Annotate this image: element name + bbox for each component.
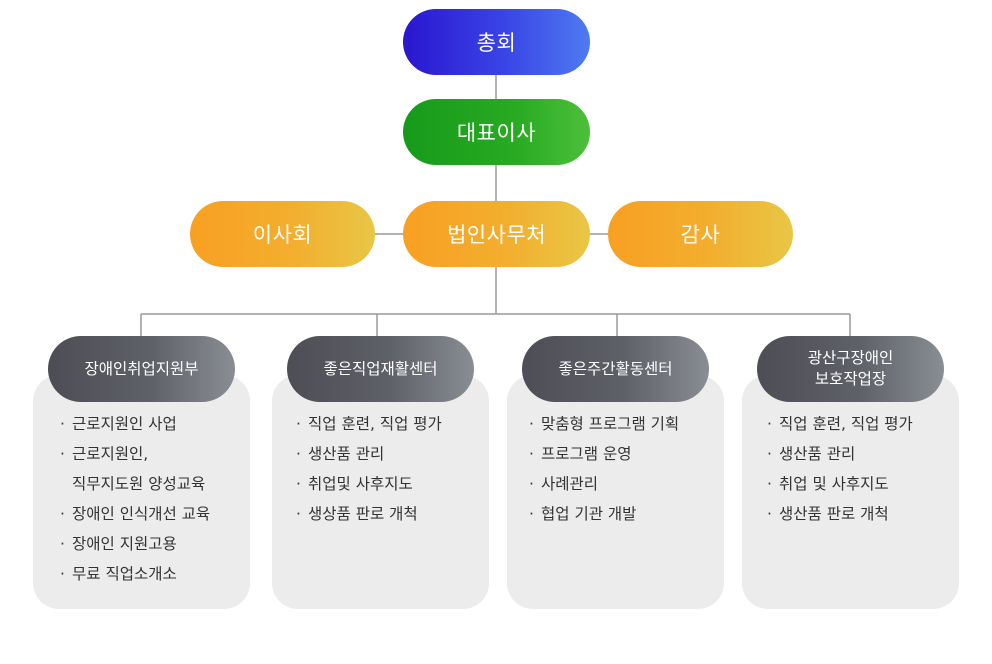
list-item-text: 장애인 인식개선 교육 bbox=[72, 505, 211, 523]
bullet: · bbox=[296, 445, 301, 463]
dept-1-body bbox=[33, 375, 250, 609]
node-ceo: 대표이사 bbox=[403, 99, 590, 165]
list-item: · 생산품 판로 개척 bbox=[767, 499, 913, 529]
list-item-text: 생산품 관리 bbox=[779, 445, 856, 463]
dept-2-body bbox=[272, 375, 489, 609]
bullet: · bbox=[60, 445, 65, 463]
list-item-text: 취업및 사후지도 bbox=[308, 475, 413, 493]
dept-name: 광산구장애인 보호작업장 bbox=[807, 349, 894, 388]
dept-2-header: 좋은직업재활센터 bbox=[287, 336, 474, 402]
bullet: · bbox=[767, 445, 772, 463]
list-item: · 생상품 판로 개척 bbox=[296, 499, 442, 529]
node-label: 대표이사 bbox=[456, 121, 537, 145]
list-item: · 프로그램 운영 bbox=[529, 439, 679, 469]
dept-4-header: 광산구장애인 보호작업장 bbox=[757, 336, 944, 402]
dept-4-items: · 직업 훈련, 직업 평가 · 생산품 관리 · 취업 및 사후지도 · 생산품 판로… bbox=[767, 409, 913, 529]
node-audit: 감사 bbox=[608, 201, 793, 267]
list-item-text: 생상품 판로 개척 bbox=[308, 505, 418, 523]
list-item: · 무료 직업소개소 bbox=[60, 559, 210, 589]
bullet: · bbox=[767, 505, 772, 523]
bullet: · bbox=[529, 415, 534, 433]
dept-3-header: 좋은주간활동센터 bbox=[522, 336, 709, 402]
list-item-text: 취업 및 사후지도 bbox=[779, 475, 889, 493]
list-item-text: 직업 훈련, 직업 평가 bbox=[779, 415, 913, 433]
node-corporate-office: 법인사무처 bbox=[403, 201, 590, 267]
list-item-text: 프로그램 운영 bbox=[541, 445, 632, 463]
list-item-text: 생산품 관리 bbox=[308, 445, 385, 463]
bullet: · bbox=[60, 565, 65, 583]
node-label: 감사 bbox=[680, 223, 721, 247]
bullet: · bbox=[60, 535, 65, 553]
list-item: · 취업및 사후지도 bbox=[296, 469, 442, 499]
list-item-text: 직무지도원 양성교육 bbox=[72, 475, 206, 493]
list-item-continuation: 직무지도원 양성교육 bbox=[60, 469, 210, 499]
list-item: · 장애인 인식개선 교육 bbox=[60, 499, 210, 529]
bullet: · bbox=[60, 415, 65, 433]
bullet: · bbox=[60, 505, 65, 523]
node-label: 이사회 bbox=[252, 223, 313, 247]
list-item-text: 근로지원인 사업 bbox=[72, 415, 177, 433]
list-item: · 협업 기관 개발 bbox=[529, 499, 679, 529]
list-item-text: 생산품 판로 개척 bbox=[779, 505, 889, 523]
bullet: · bbox=[529, 475, 534, 493]
list-item: · 취업 및 사후지도 bbox=[767, 469, 913, 499]
list-item-text: 무료 직업소개소 bbox=[72, 565, 177, 583]
dept-1-header: 장애인취업지원부 bbox=[48, 336, 235, 402]
list-item-text: 장애인 지원고용 bbox=[72, 535, 177, 553]
bullet: · bbox=[296, 415, 301, 433]
dept-4-body bbox=[742, 375, 959, 609]
list-item-text: 직업 훈련, 직업 평가 bbox=[308, 415, 442, 433]
list-item: · 생산품 관리 bbox=[296, 439, 442, 469]
list-item: · 근로지원인, bbox=[60, 439, 210, 469]
list-item-text: 협업 기관 개발 bbox=[541, 505, 637, 523]
bullet: · bbox=[767, 475, 772, 493]
bullet: · bbox=[767, 415, 772, 433]
list-item: · 직업 훈련, 직업 평가 bbox=[767, 409, 913, 439]
dept-3-body bbox=[507, 375, 724, 609]
list-item: · 사례관리 bbox=[529, 469, 679, 499]
list-item: · 장애인 지원고용 bbox=[60, 529, 210, 559]
list-item-text: 사례관리 bbox=[541, 475, 599, 493]
dept-name: 좋은주간활동센터 bbox=[558, 359, 673, 378]
node-label: 총회 bbox=[476, 31, 517, 55]
dept-name: 좋은직업재활센터 bbox=[323, 359, 438, 378]
list-item: · 직업 훈련, 직업 평가 bbox=[296, 409, 442, 439]
bullet: · bbox=[296, 505, 301, 523]
bullet: · bbox=[529, 505, 534, 523]
node-board-of-directors: 이사회 bbox=[190, 201, 375, 267]
node-general-assembly: 총회 bbox=[403, 9, 590, 75]
bullet: · bbox=[529, 445, 534, 463]
list-item-text: 근로지원인, bbox=[72, 445, 149, 463]
list-item: · 생산품 관리 bbox=[767, 439, 913, 469]
bullet: · bbox=[296, 475, 301, 493]
list-item-text: 맞춤형 프로그램 기획 bbox=[541, 415, 680, 433]
dept-1-items: · 근로지원인 사업 · 근로지원인, 직무지도원 양성교육 · 장애인 인식개선 교… bbox=[60, 409, 210, 589]
dept-name: 장애인취업지원부 bbox=[84, 359, 199, 378]
dept-2-items: · 직업 훈련, 직업 평가 · 생산품 관리 · 취업및 사후지도 · 생상품 판로 … bbox=[296, 409, 442, 529]
list-item: · 맞춤형 프로그램 기획 bbox=[529, 409, 679, 439]
node-label: 법인사무처 bbox=[446, 223, 547, 247]
dept-3-items: · 맞춤형 프로그램 기획 · 프로그램 운영 · 사례관리 · 협업 기관 개발 bbox=[529, 409, 679, 529]
list-item: · 근로지원인 사업 bbox=[60, 409, 210, 439]
